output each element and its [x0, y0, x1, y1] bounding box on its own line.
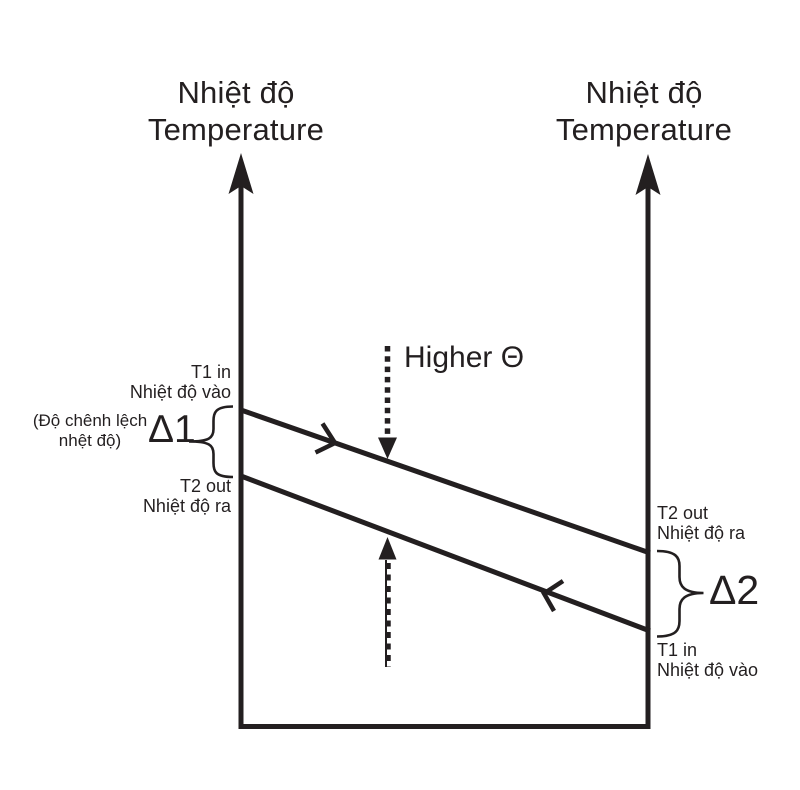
delta-note-line2: nhệt độ): [58, 431, 122, 450]
delta-note-label: (Độ chênh lệch nhệt độ): [22, 411, 158, 451]
right-axis-title-en: Temperature: [555, 112, 733, 147]
right-outlet-line1: T2 out: [657, 503, 709, 523]
higher-theta-label: Higher Θ: [404, 341, 525, 374]
right-outlet-line2: Nhiệt độ ra: [657, 522, 746, 543]
delta2-symbol: Δ2: [709, 567, 760, 613]
right-inlet-label: T1 in Nhiệt độ vào: [657, 640, 759, 680]
hot-stream-flow-arrow-icon: [314, 422, 339, 455]
higher-theta-down-arrowhead-icon: [378, 437, 397, 459]
up-arrowhead-icon: [378, 537, 397, 560]
left-axis-title-en: Temperature: [147, 112, 325, 147]
left-inlet-line1: T1 in: [190, 362, 231, 382]
delta2-brace: [656, 549, 704, 638]
left-outlet-line1: T2 out: [179, 476, 231, 496]
right-inlet-line2: Nhiệt độ vào: [657, 659, 759, 680]
delta1-brace: [188, 405, 234, 479]
right-inlet-line1: T1 in: [657, 640, 698, 660]
right-outlet-label: T2 out Nhiệt độ ra: [657, 503, 746, 543]
right-axis-title-vi: Nhiệt độ: [585, 75, 703, 110]
left-axis-arrowhead-icon: [228, 153, 254, 194]
left-axis-title: Nhiệt độ Temperature: [86, 74, 386, 148]
cold-stream-line: [240, 473, 651, 634]
left-axis-title-vi: Nhiệt độ: [177, 75, 295, 110]
left-outlet-line2: Nhiệt độ ra: [142, 495, 231, 516]
left-inlet-label: T1 in Nhiệt độ vào: [129, 362, 231, 402]
hot-stream-line: [240, 407, 651, 556]
right-axis-title: Nhiệt độ Temperature: [494, 74, 794, 148]
left-inlet-line2: Nhiệt độ vào: [129, 381, 231, 402]
delta1-symbol: Δ1: [148, 408, 196, 451]
left-outlet-label: T2 out Nhiệt độ ra: [142, 476, 231, 516]
delta-note-line1: (Độ chênh lệch: [32, 411, 148, 430]
right-axis-arrowhead-icon: [635, 154, 661, 195]
cold-stream-flow-arrow-icon: [540, 579, 565, 613]
